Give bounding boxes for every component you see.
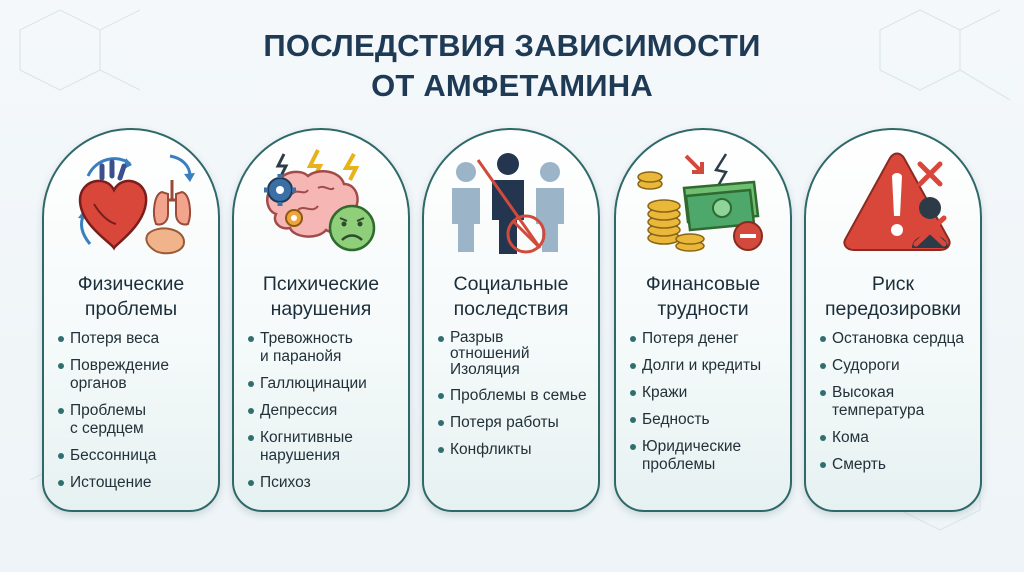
list-item: Потеря работы [438, 414, 592, 432]
card-list: Потеря денег Долги и кредиты Кражи Бедно… [630, 330, 784, 483]
broken-relationships-icon [452, 153, 564, 254]
list-item: Галлюцинации [248, 375, 402, 393]
brain-gears-icon [264, 149, 376, 252]
overdose-warning-icon [843, 152, 951, 251]
card-title: Физические проблемы [77, 273, 185, 320]
card-title: Финансовые трудности [645, 273, 761, 320]
page-title-line-1: ПОСЛЕДСТВИЯ ЗАВИСИМОСТИ [263, 28, 761, 63]
card-title: Психические нарушения [262, 273, 380, 320]
list-item: Долги и кредиты [630, 357, 784, 375]
list-item: Судороги [820, 357, 974, 375]
list-item: Смерть [820, 456, 974, 474]
card-title: Социальные последствия [453, 273, 569, 320]
list-item: Потеря веса [58, 330, 212, 348]
money-loss-icon [637, 153, 763, 252]
list-item: Конфликты [438, 441, 592, 459]
card-overdose-risk: Риск передозировки Остановка сердца Судо… [804, 128, 982, 512]
page-title-line-2: ОТ АМФЕТАМИНА [371, 68, 653, 103]
list-item: Кражи [630, 384, 784, 402]
list-item: Кома [820, 429, 974, 447]
list-item: Психоз [248, 474, 402, 492]
card-title: Риск передозировки [825, 273, 961, 320]
list-item: Остановка сердца [820, 330, 974, 348]
list-item: Потеря денег [630, 330, 784, 348]
list-item: Бессонница [58, 447, 212, 465]
card-physical-problems: Физические проблемы Потеря веса Поврежде… [42, 128, 220, 512]
heart-organs-icon [78, 154, 195, 255]
list-item: Бедность [630, 411, 784, 429]
list-item: Истощение [58, 474, 212, 492]
page-title: ПОСЛЕДСТВИЯ ЗАВИСИМОСТИ ОТ АМФЕТАМИНА [0, 26, 1024, 106]
card-financial-difficulties: Финансовые трудности Потеря денег Долги … [614, 128, 792, 512]
list-item: Депрессия [248, 402, 402, 420]
list-item: Проблемы в семье [438, 387, 592, 405]
